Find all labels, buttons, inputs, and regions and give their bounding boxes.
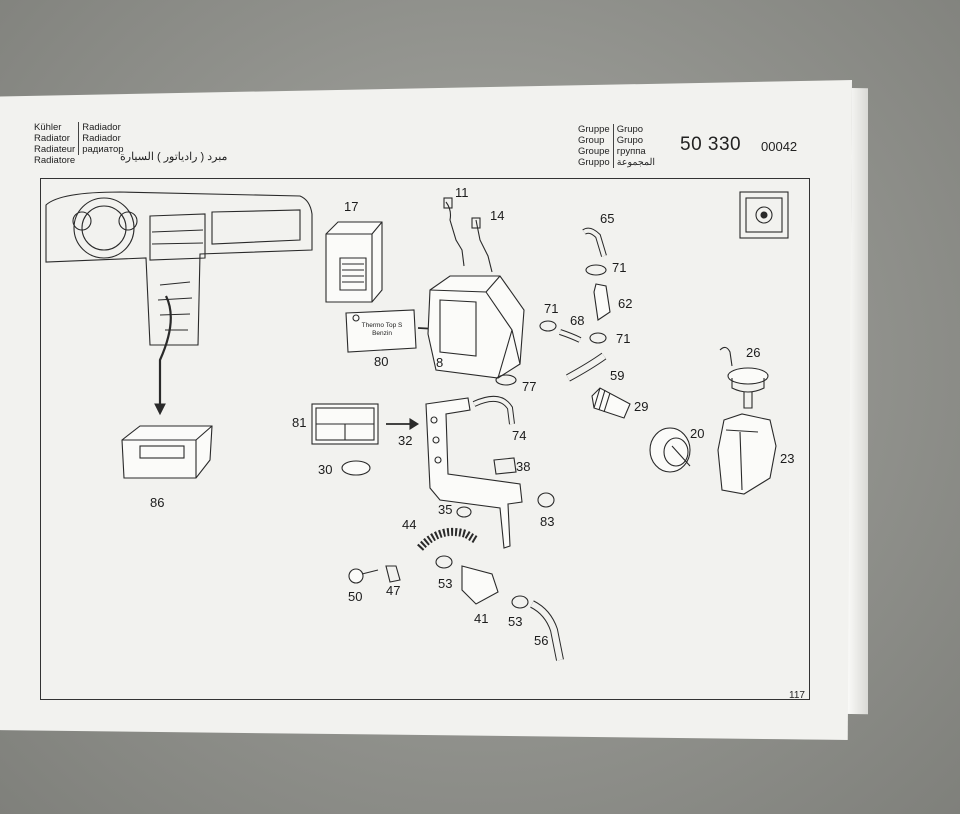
- title-translations: Radiador Radiador радиатор: [78, 122, 124, 155]
- title-pt: Radiador: [82, 133, 121, 144]
- part-30-grommet: [341, 460, 371, 476]
- part-32-bracket: [425, 395, 523, 549]
- label-68: 68: [570, 313, 585, 328]
- label-23: 23: [780, 451, 795, 466]
- label-81: 81: [292, 415, 307, 430]
- part-11-14-sensors: [443, 197, 493, 273]
- label-47: 47: [386, 583, 401, 598]
- label-53-a: 53: [438, 576, 453, 591]
- part-26-sensor: [719, 346, 769, 409]
- part-81-label: [311, 403, 420, 445]
- group-pt: Grupo: [616, 135, 644, 146]
- title-de: Kühler: [34, 122, 62, 133]
- reference-icon-box: [739, 191, 789, 239]
- label-32: 32: [398, 433, 413, 448]
- label-17: 17: [344, 199, 359, 214]
- label-71-b: 71: [544, 301, 559, 316]
- dashboard-drawing: [45, 191, 313, 346]
- label-50: 50: [348, 589, 363, 604]
- label-80: 80: [374, 354, 389, 369]
- hoses-and-clamps: [495, 227, 611, 386]
- group-it: Gruppo: [578, 157, 610, 168]
- title-ar: مبرد ( رادياتور ) السيارة: [120, 151, 228, 163]
- title-ru: радиатор: [82, 144, 124, 155]
- label-35: 35: [438, 502, 453, 517]
- label-74: 74: [512, 428, 527, 443]
- label-20: 20: [690, 426, 705, 441]
- part-17-relay: [325, 221, 383, 303]
- label-56: 56: [534, 633, 549, 648]
- label-14: 14: [490, 208, 505, 223]
- part-29-fuel-pump: [591, 387, 631, 419]
- label-62: 62: [618, 296, 633, 311]
- label-71-c: 71: [616, 331, 631, 346]
- title-it: Radiatore: [34, 155, 76, 166]
- label-86: 86: [150, 495, 165, 510]
- part-20-switch: [649, 427, 691, 473]
- group-block: Gruppe Group Groupe Gruppo Grupo Grupo г…: [578, 124, 655, 168]
- group-ar: المجموعة: [616, 157, 656, 168]
- diagram-frame: [40, 178, 810, 700]
- label-26: 26: [746, 345, 761, 360]
- label-65: 65: [600, 211, 615, 226]
- label-71-a: 71: [612, 260, 627, 275]
- sticker-text: Thermo Top S Benzin: [354, 322, 410, 338]
- group-de: Gruppe: [578, 124, 610, 135]
- label-38: 38: [516, 459, 531, 474]
- part-41-silencer: [435, 555, 564, 661]
- label-59: 59: [610, 368, 625, 383]
- part-23-housing: [717, 413, 777, 495]
- part-44-flex-pipe: [417, 527, 479, 551]
- label-83: 83: [540, 514, 555, 529]
- label-11: 11: [455, 185, 469, 200]
- title-es: Radiador: [82, 122, 121, 133]
- label-53-b: 53: [508, 614, 523, 629]
- title-block: Kühler Radiator Radiateur Radiatore Radi…: [34, 122, 124, 166]
- part-83-nut: [537, 492, 555, 508]
- sticker-line-1: Thermo Top S: [361, 322, 403, 329]
- label-8: 8: [436, 355, 444, 370]
- title-fr: Radiateur: [34, 144, 76, 155]
- arrow-head-86: [154, 403, 166, 416]
- group-es: Grupo: [616, 124, 644, 135]
- leader-arrow-86: [158, 295, 172, 410]
- label-41: 41: [474, 611, 489, 626]
- label-30: 30: [318, 462, 333, 477]
- page-number: 117: [789, 690, 805, 701]
- label-44: 44: [402, 517, 417, 532]
- group-translations: Grupo Grupo группа المجموعة: [612, 124, 656, 168]
- part-86-control-unit: [121, 425, 213, 479]
- label-29: 29: [634, 399, 649, 414]
- group-en: Group: [578, 135, 605, 146]
- part-50-47-bolts: [348, 565, 401, 584]
- group-fr: Groupe: [578, 146, 610, 157]
- title-languages: Kühler Radiator Radiateur Radiatore: [34, 122, 75, 166]
- sticker-line-2: Benzin: [372, 330, 392, 337]
- part-8-heater: [427, 275, 525, 379]
- title-en: Radiator: [34, 133, 70, 144]
- part-35-grommet: [456, 506, 472, 518]
- label-77: 77: [522, 379, 537, 394]
- group-ru: группа: [616, 146, 646, 157]
- group-languages: Gruppe Group Groupe Gruppo: [578, 124, 610, 168]
- document-number: 00042: [761, 139, 798, 154]
- group-number: 50 330: [680, 134, 742, 155]
